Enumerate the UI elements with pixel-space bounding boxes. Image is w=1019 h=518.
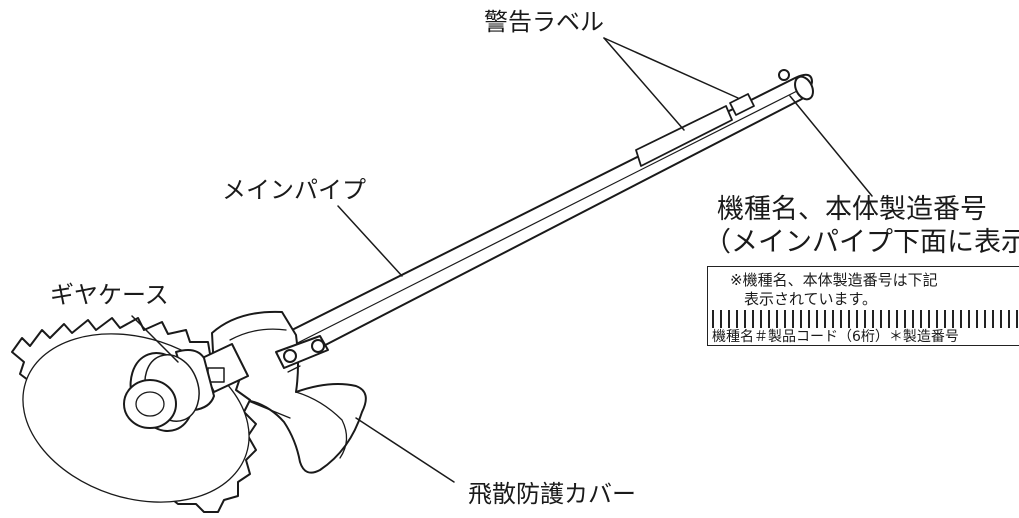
info-note-line2: 表示されています。: [744, 290, 878, 308]
scatter-cover-label: 飛散防護カバー: [468, 480, 636, 508]
model-serial-label: 機種名、本体製造番号: [717, 194, 987, 225]
model-serial-location: （メインパイプ下面に表示）: [704, 227, 1019, 258]
warning-label-shapes: [635, 93, 755, 167]
info-note-line1: ※機種名、本体製造番号は下記: [730, 271, 938, 289]
gear-case-label: ギヤケース: [50, 281, 169, 309]
info-format-line: 機種名＃製品コード（6桁）＊製造番号: [712, 329, 959, 345]
leader-lines: [131, 37, 873, 483]
gear-case-shape: [123, 343, 249, 432]
clamp-bracket: [275, 335, 329, 369]
warning-label-text: 警告ラベル: [484, 8, 604, 36]
main-pipe-label: メインパイプ: [222, 176, 366, 204]
barcode: [712, 310, 1019, 328]
serial-info-box: ※機種名、本体製造番号は下記 表示されています。 機種名＃製品コード（6桁）＊製…: [707, 266, 1019, 346]
